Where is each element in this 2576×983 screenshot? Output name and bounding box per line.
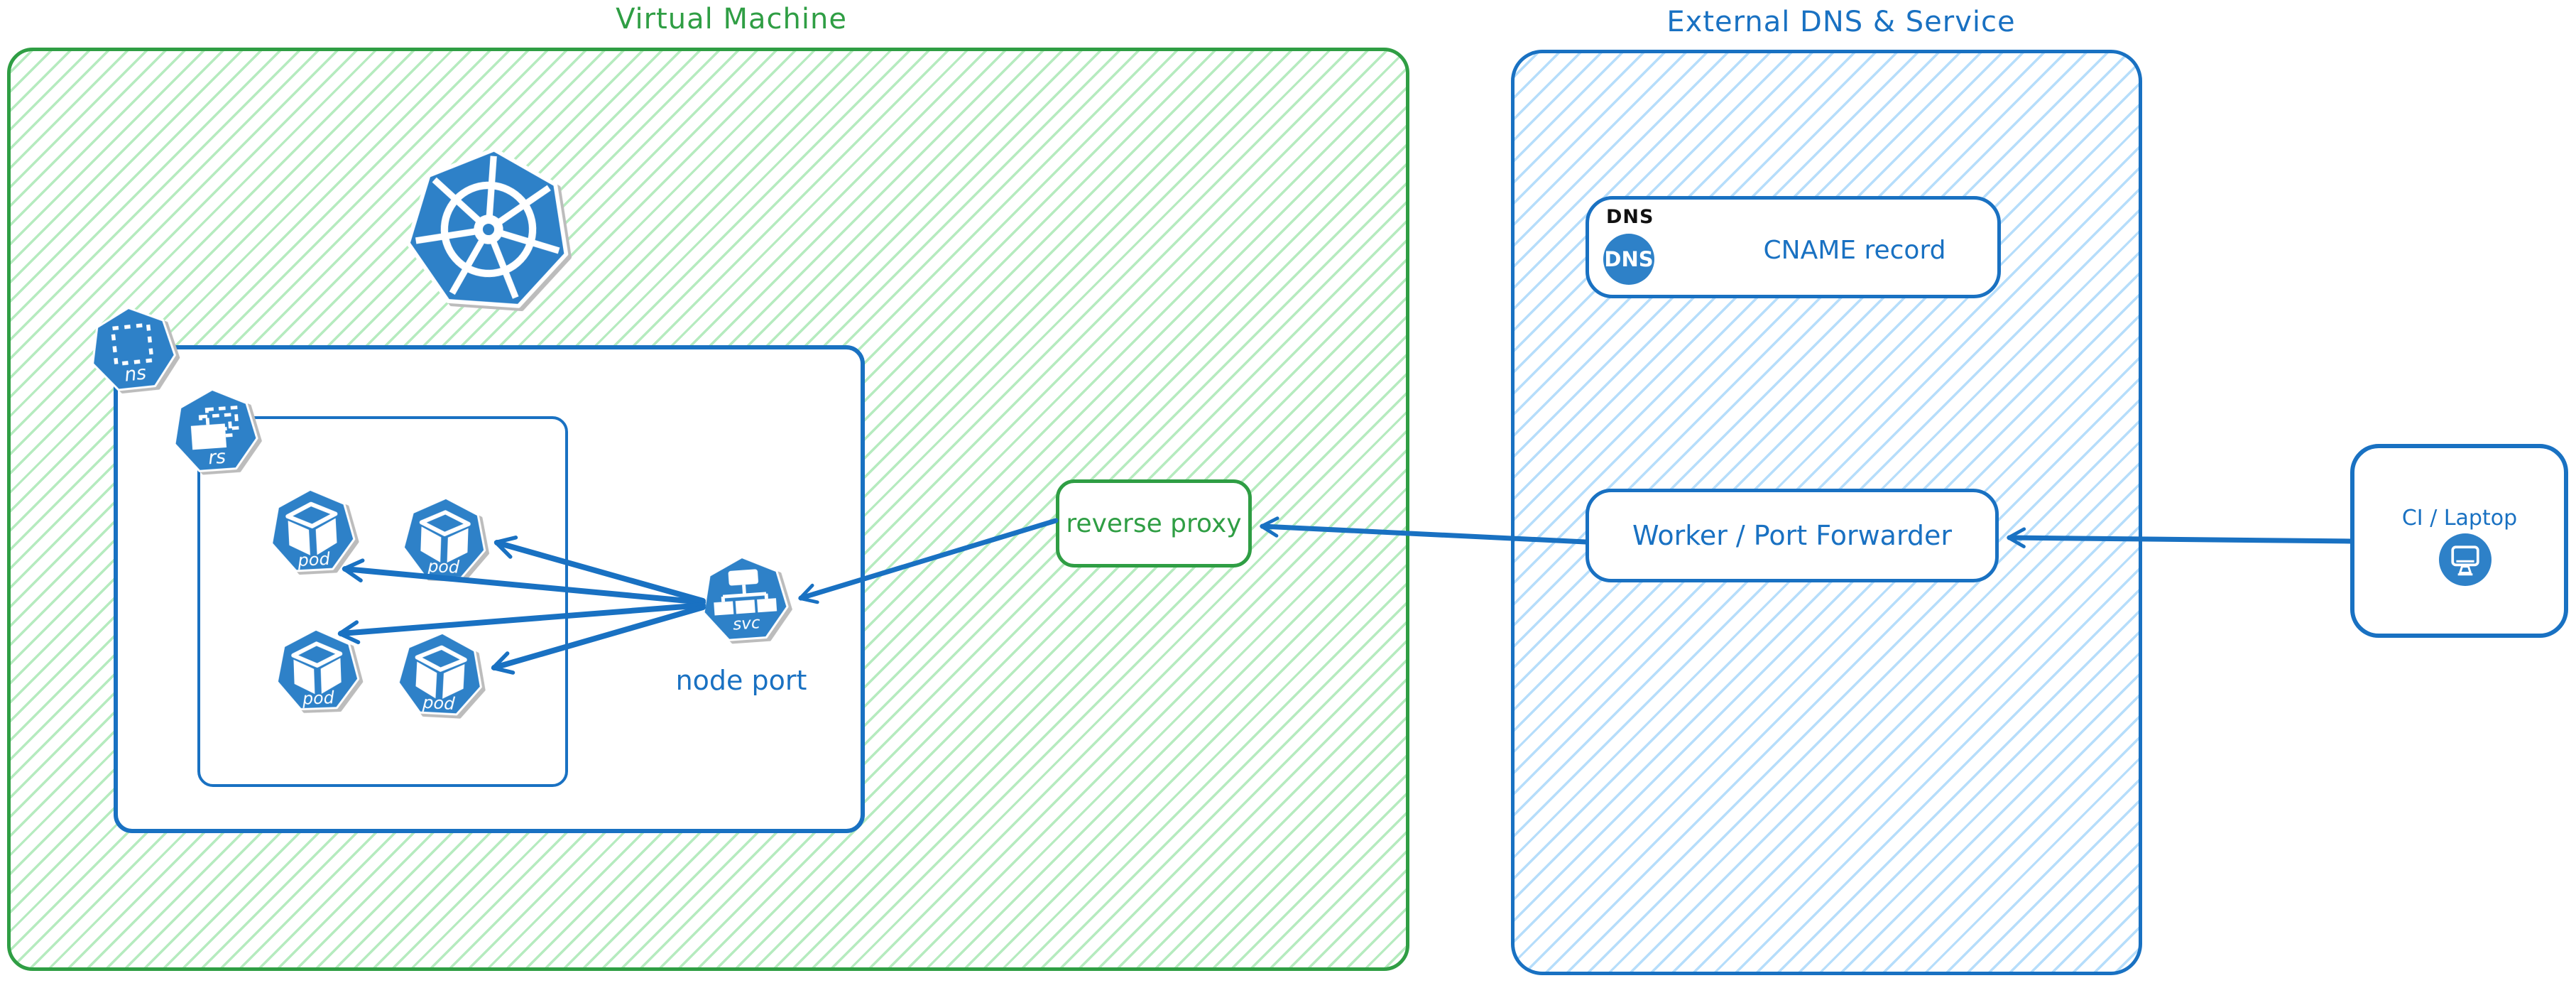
replicaset-icon: rs xyxy=(170,386,261,477)
pod-icon-label: pod xyxy=(302,688,335,709)
namespace-icon: ns xyxy=(86,303,180,396)
external-group-title: External DNS & Service xyxy=(1666,6,2016,38)
vm-group-title: Virtual Machine xyxy=(616,3,847,36)
dns-record-box xyxy=(1586,196,2001,298)
replicaset-box xyxy=(197,416,568,787)
pod-icon-2: pod xyxy=(401,496,488,582)
worker-port-forwarder-box: Worker / Port Forwarder xyxy=(1586,489,1999,582)
namespace-icon-label: ns xyxy=(124,362,148,386)
replicaset-icon-label: rs xyxy=(207,446,227,469)
dns-header-label: DNS xyxy=(1606,206,1654,228)
node-port-label: node port xyxy=(675,665,807,696)
kubernetes-logo-icon xyxy=(401,142,575,316)
service-icon: svc xyxy=(699,553,791,646)
laptop-monitor-icon xyxy=(2439,533,2492,586)
pod-icon-4: pod xyxy=(395,630,485,719)
dns-badge-icon: DNS xyxy=(1603,234,1654,285)
worker-port-forwarder-label: Worker / Port Forwarder xyxy=(1632,520,1953,551)
service-icon-label: svc xyxy=(732,613,761,634)
pod-icon-label: pod xyxy=(297,549,331,570)
dns-badge-label: DNS xyxy=(1604,247,1654,271)
reverse-proxy-label: reverse proxy xyxy=(1066,509,1242,538)
pod-icon-3: pod xyxy=(274,627,361,714)
pod-icon-1: pod xyxy=(268,487,357,576)
ci-laptop-box xyxy=(2350,444,2568,638)
cname-record-label: CNAME record xyxy=(1763,236,1946,265)
pod-icon-label: pod xyxy=(422,693,456,714)
ci-laptop-label: CI / Laptop xyxy=(2401,506,2518,531)
reverse-proxy-box: reverse proxy xyxy=(1056,479,1252,567)
pod-icon-label: pod xyxy=(427,556,460,577)
